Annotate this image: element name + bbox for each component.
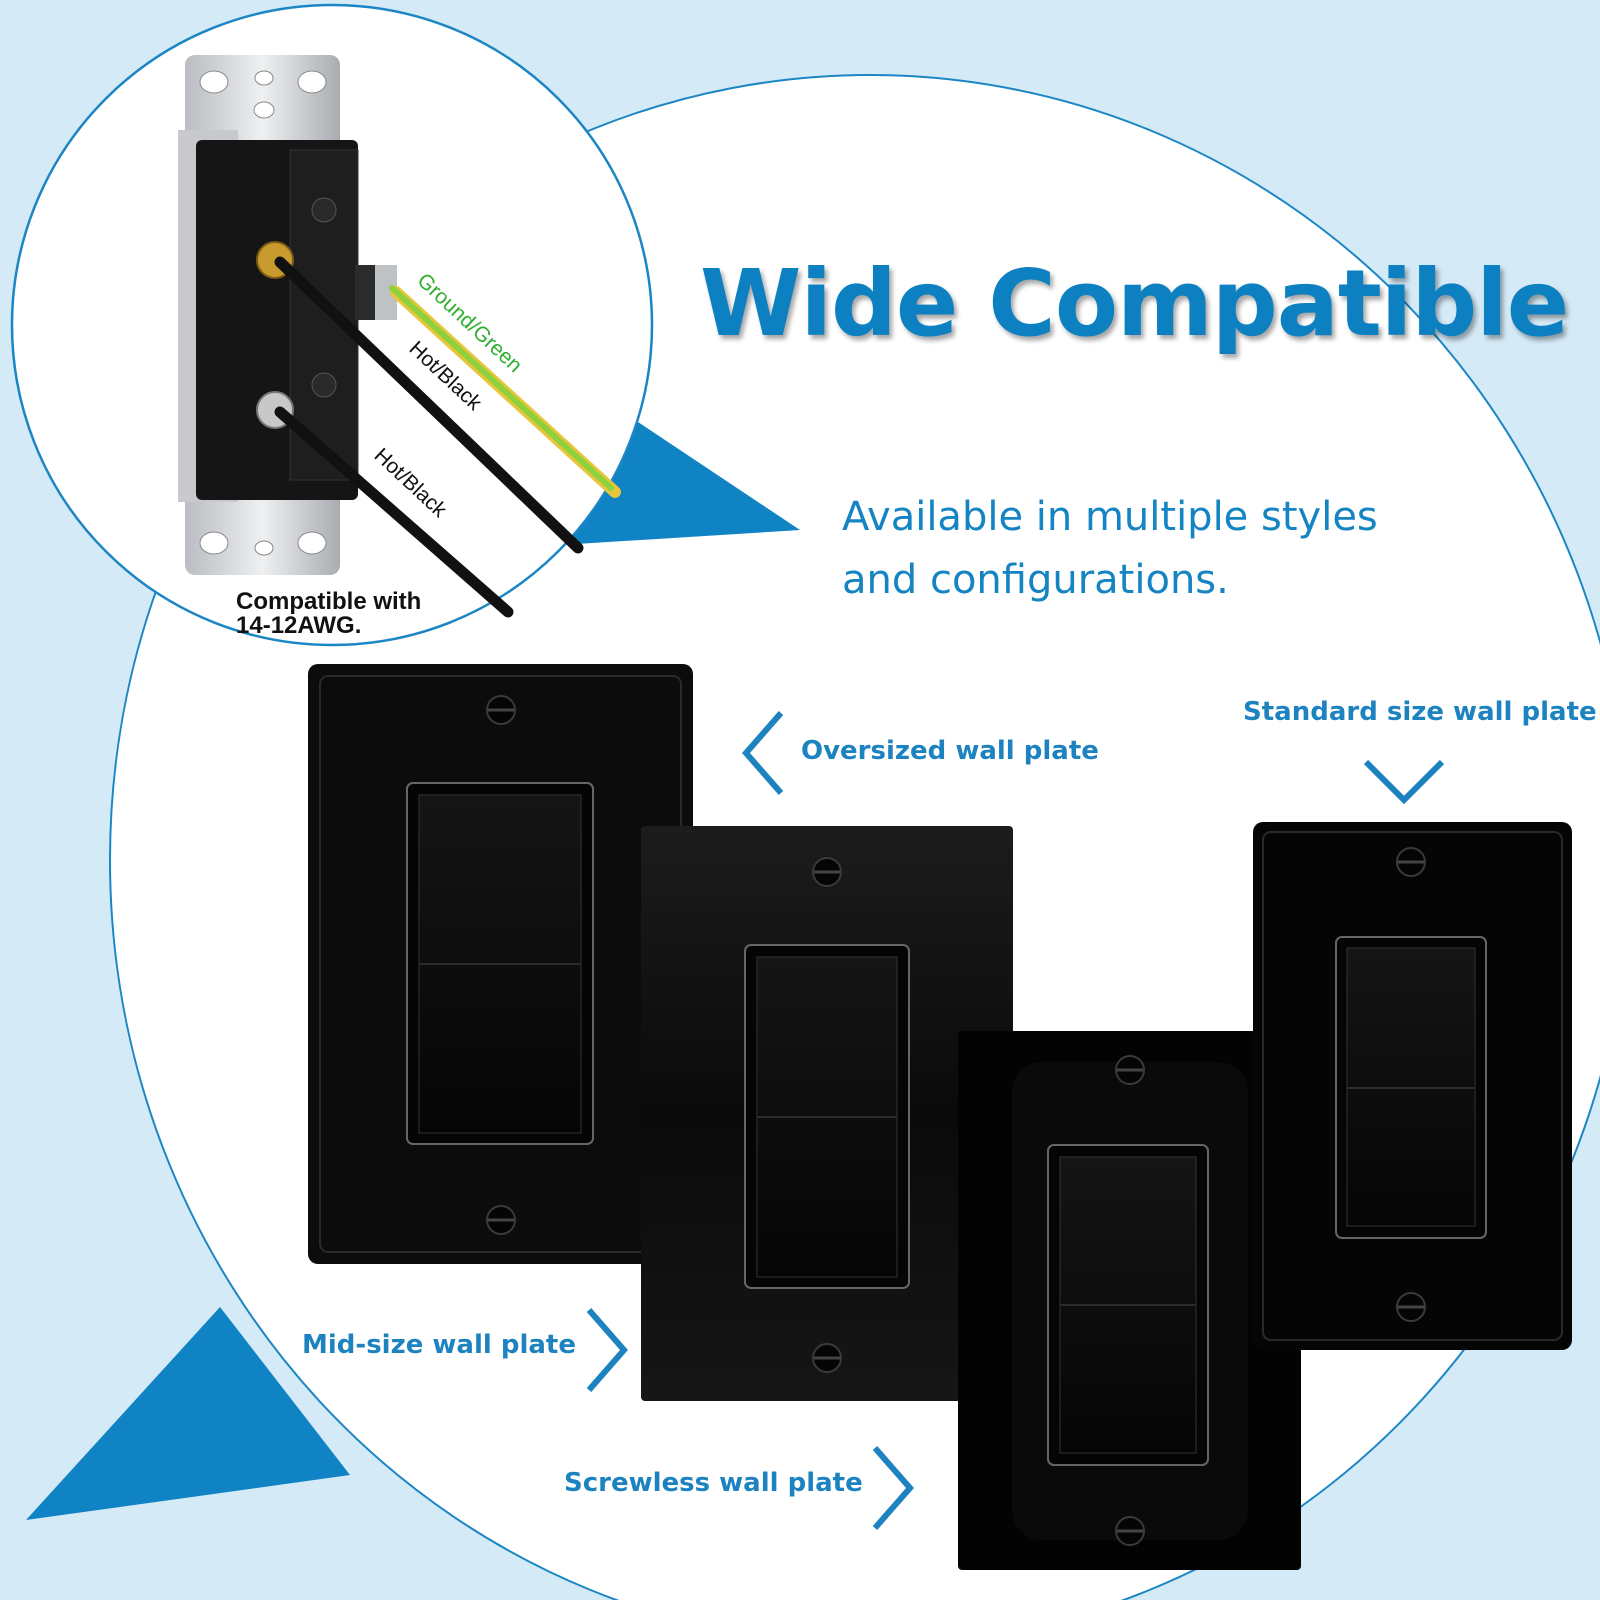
chevron-left-icon [742, 711, 784, 795]
screwless-wall-plate [958, 1031, 1301, 1570]
wires [274, 256, 621, 618]
oversized-plate-label: Oversized wall plate [801, 736, 1099, 766]
tagline: Available in multiple styles and configu… [842, 486, 1542, 612]
midsize-wall-plate [641, 826, 1013, 1401]
midsize-plate-label: Mid-size wall plate [302, 1330, 576, 1360]
page-title: Wide Compatible [700, 250, 1569, 357]
wire-gauge-line-2: 14-12AWG. [236, 612, 362, 639]
tagline-line-1: Available in multiple styles [842, 494, 1378, 540]
wire-gauge-line-1: Compatible with [236, 588, 422, 615]
standard-plate-label: Standard size wall plate [1243, 697, 1597, 727]
screwless-plate-label: Screwless wall plate [564, 1468, 863, 1498]
standard-wall-plate [1253, 822, 1572, 1350]
chevron-down-icon [1363, 759, 1445, 805]
chevron-right-icon [872, 1446, 914, 1530]
wiring-zoom-circle: Ground/Green Hot/Black Hot/Black [10, 3, 654, 647]
chevron-right-icon [586, 1308, 628, 1392]
oversized-wall-plate [308, 664, 693, 1264]
bubble-tail-blue [26, 1307, 350, 1520]
switch-body [178, 130, 397, 502]
tagline-line-2: and configurations. [842, 557, 1229, 603]
wire-gauge-note: Compatible with 14-12AWG. [236, 590, 421, 638]
